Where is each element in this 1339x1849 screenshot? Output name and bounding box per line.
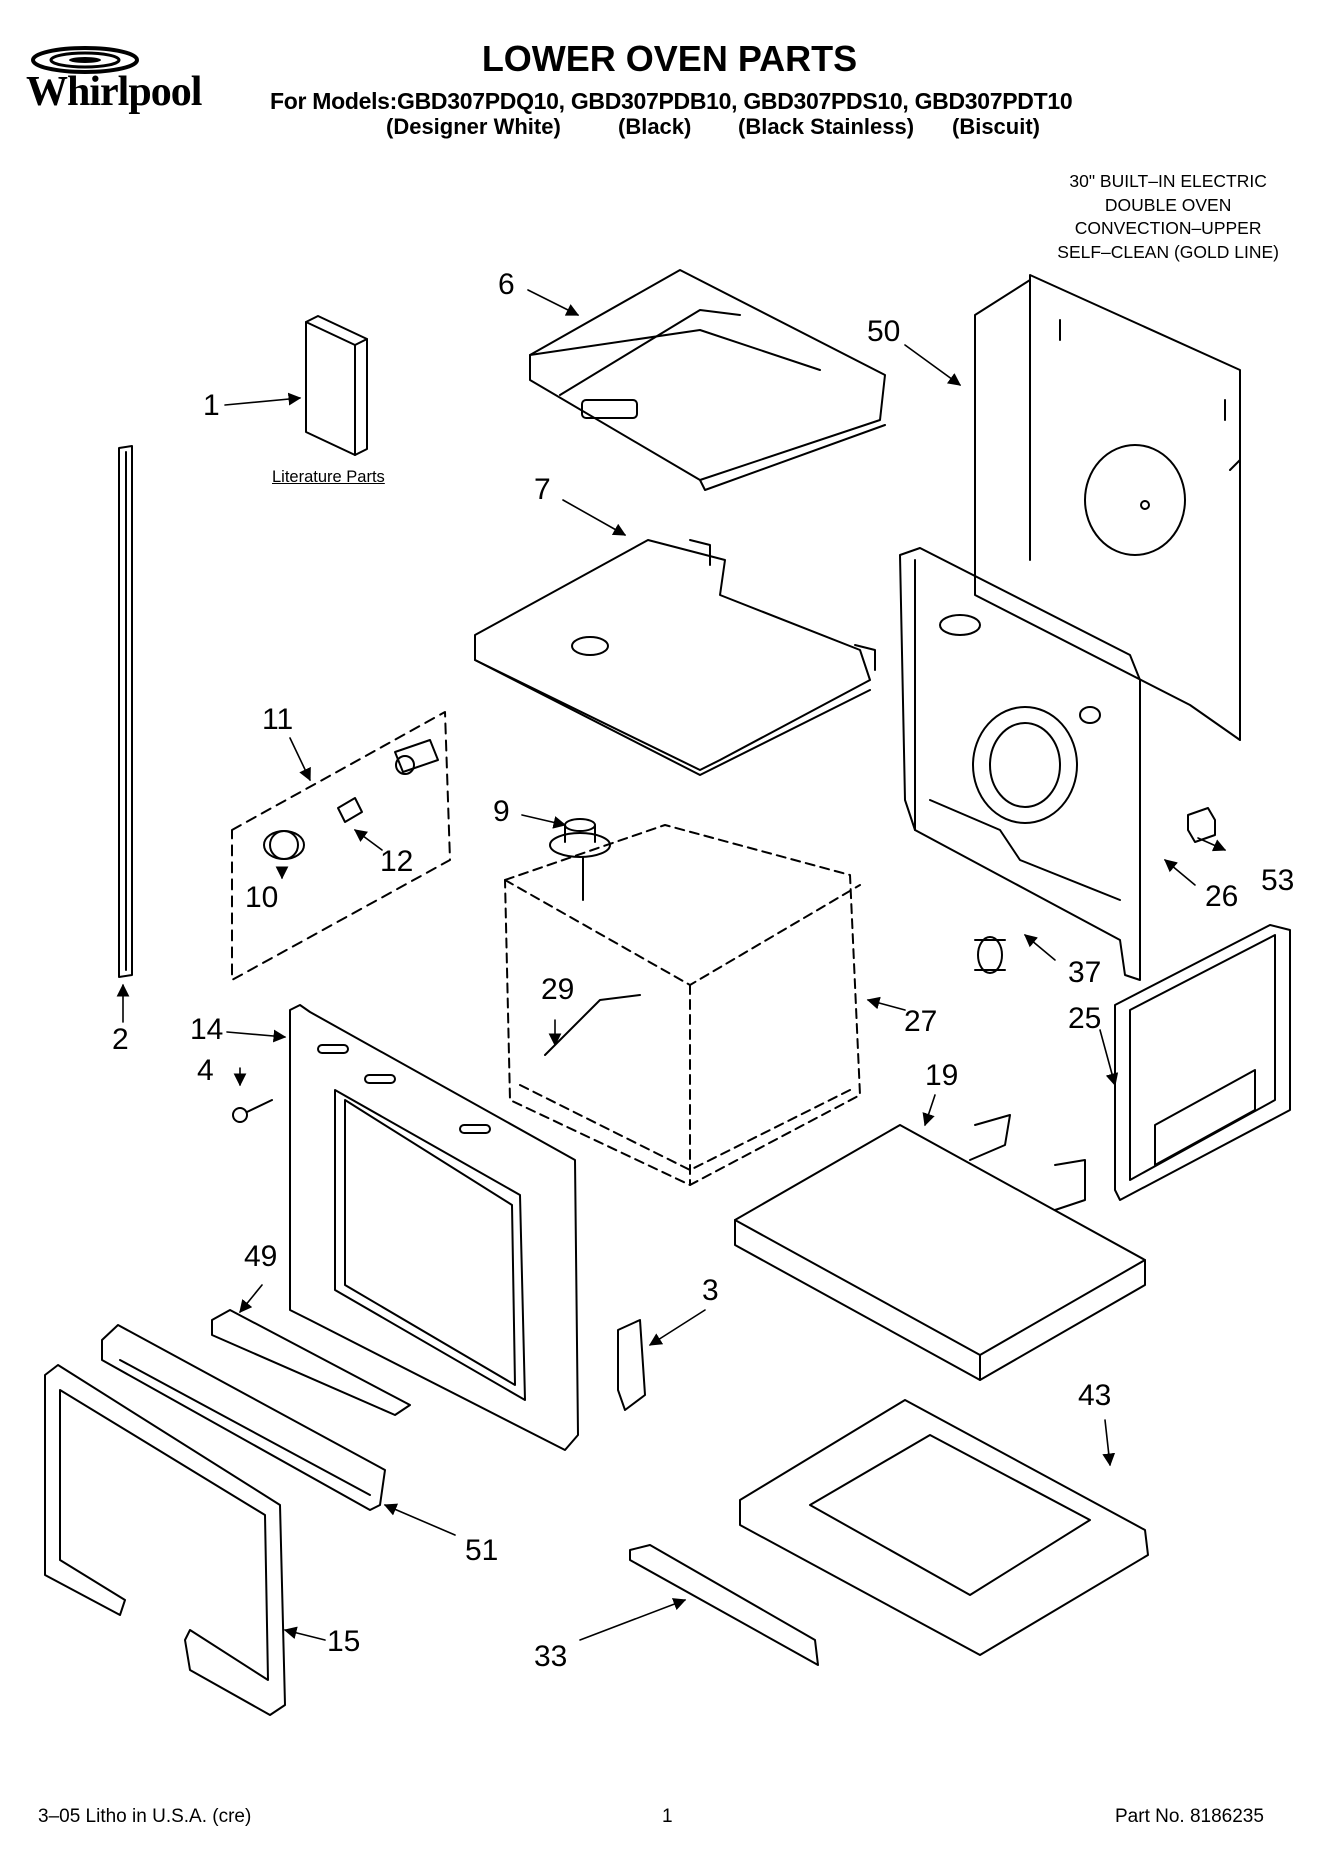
part-53-bracket — [1187, 807, 1216, 843]
callout-14: 14 — [190, 1013, 224, 1046]
whirlpool-logo: Whirlpool — [20, 38, 252, 118]
callout-9: 9 — [493, 795, 510, 828]
part-33-rail — [629, 1544, 819, 1666]
callout-6: 6 — [498, 268, 515, 301]
callout-1: 1 — [203, 389, 220, 422]
page-title: LOWER OVEN PARTS — [481, 38, 858, 79]
part-15-gasket — [44, 1364, 286, 1716]
callout-15: 15 — [327, 1625, 361, 1658]
callout-43: 43 — [1078, 1379, 1112, 1412]
callout-53: 53 — [1261, 864, 1295, 897]
callout-11: 11 — [262, 703, 294, 736]
part-1-literature — [305, 315, 368, 456]
description-line: CONVECTION–UPPER — [1074, 218, 1262, 238]
logo-swirl-icon — [31, 46, 139, 74]
part-19-tray — [734, 1114, 1146, 1381]
description-line: 30" BUILT–IN ELECTRIC — [1069, 171, 1267, 191]
footer-part-number: Part No. 8186235 — [1115, 1806, 1264, 1827]
part-9-thermal-fuse — [549, 818, 611, 901]
brand-name: Whirlpool — [26, 69, 202, 115]
part-4-screw — [232, 1099, 273, 1123]
literature-parts-label: Literature Parts — [272, 468, 385, 486]
model-color-3: (Black Stainless) — [738, 114, 915, 139]
product-description: 30" BUILT–IN ELECTRIC DOUBLE OVEN CONVEC… — [1057, 170, 1279, 264]
callout-2: 2 — [112, 1023, 129, 1056]
part-2-trim — [118, 445, 133, 978]
part-11-switch-kit — [231, 711, 451, 981]
callout-26: 26 — [1205, 880, 1239, 913]
callout-27: 27 — [904, 1005, 938, 1038]
callout-49: 49 — [244, 1240, 278, 1273]
model-color-4: (Biscuit) — [952, 114, 1040, 139]
callout-33: 33 — [534, 1640, 568, 1673]
footer-litho: 3–05 Litho in U.S.A. (cre) — [38, 1806, 252, 1827]
callout-7: 7 — [534, 473, 551, 506]
part-51-vent — [101, 1324, 386, 1511]
part-7-panel — [474, 539, 876, 776]
part-29-sensor — [544, 994, 641, 1056]
callout-25: 25 — [1068, 1002, 1102, 1035]
part-43-bottom-pan — [739, 1399, 1149, 1656]
description-line: SELF–CLEAN (GOLD LINE) — [1057, 241, 1279, 262]
callout-3: 3 — [702, 1274, 719, 1307]
part-27-oven-cavity — [504, 824, 861, 1186]
models-line: For Models:GBD307PDQ10, GBD307PDB10, GBD… — [270, 88, 1073, 114]
callout-10: 10 — [245, 881, 279, 914]
leader-arrows — [116, 289, 1227, 1641]
footer-page-number: 1 — [662, 1806, 673, 1827]
callout-29: 29 — [541, 973, 575, 1006]
callout-50: 50 — [867, 315, 901, 348]
part-14-front-frame — [289, 1004, 579, 1451]
part-25-side-panel — [1114, 924, 1291, 1201]
callout-4: 4 — [197, 1054, 214, 1087]
callout-51: 51 — [465, 1534, 499, 1567]
part-3-bracket — [617, 1319, 646, 1411]
model-color-2: (Black) — [618, 114, 692, 139]
part-37-thermostat — [974, 936, 1006, 974]
callout-37: 37 — [1068, 956, 1102, 989]
part-26-back-panel — [899, 547, 1141, 981]
part-50-rear-panel — [974, 274, 1241, 741]
callout-19: 19 — [925, 1059, 959, 1092]
model-color-1: (Designer White) — [386, 114, 561, 139]
description-line: DOUBLE OVEN — [1104, 194, 1232, 215]
callout-12: 12 — [380, 845, 414, 878]
part-49-trim — [211, 1309, 411, 1416]
part-6-duct — [529, 269, 886, 491]
